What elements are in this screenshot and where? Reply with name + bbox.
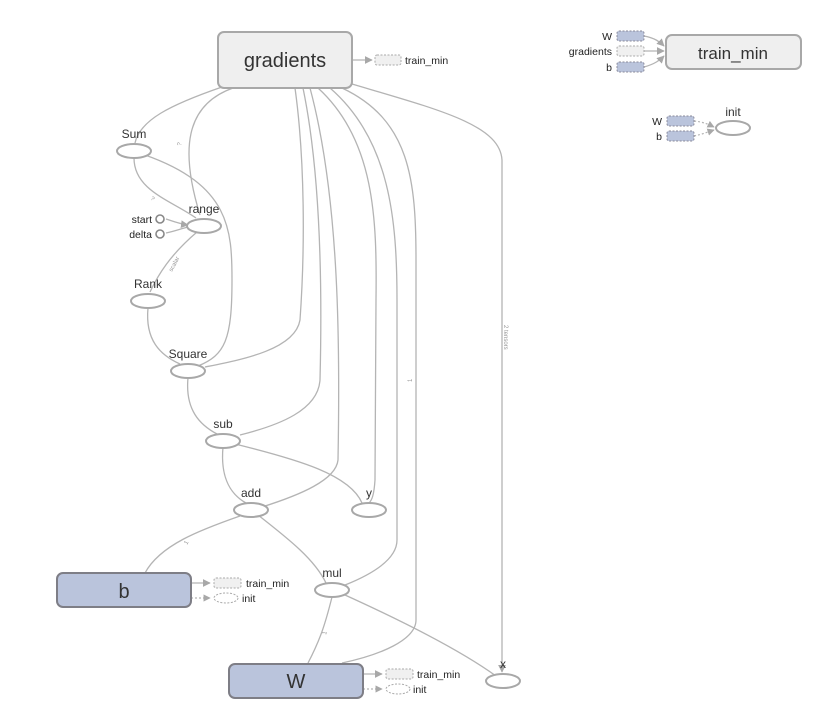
stub-w-init[interactable]: init	[385, 683, 427, 696]
edge-start-range	[165, 218, 189, 228]
node-range[interactable]: range	[186, 202, 222, 234]
node-rank[interactable]: Rank	[130, 277, 166, 309]
node-x[interactable]: x	[485, 657, 521, 689]
edge-gradients-x	[351, 83, 506, 673]
aux-node-init-label: init	[725, 105, 741, 119]
stub-w-trainmin-label: train_min	[417, 669, 460, 681]
edge-label-grad-x: 2 tensors	[502, 325, 508, 350]
edge-gradients-square	[204, 87, 304, 368]
aux-node-init[interactable]: init	[715, 105, 751, 136]
edge-aux-w-trainmin	[643, 35, 665, 47]
edge-rank-square	[146, 307, 181, 365]
aux-input-b[interactable]: b	[606, 61, 645, 74]
node-mul[interactable]: mul	[314, 566, 350, 598]
node-y[interactable]: y	[351, 486, 387, 518]
node-delta-label: delta	[129, 229, 152, 241]
edge-gradients-sub	[239, 87, 322, 436]
aux-input-gradients[interactable]: gradients	[569, 45, 645, 58]
node-range-label: range	[189, 202, 220, 216]
edge-sum-range	[133, 157, 197, 219]
edge-add-b	[144, 515, 241, 574]
edge-range-rank	[149, 231, 198, 293]
stub-b-trainmin[interactable]: train_min	[213, 577, 289, 590]
aux-node-train-min[interactable]: train_min	[665, 34, 802, 70]
node-square[interactable]: Square	[169, 347, 208, 379]
node-b-label: b	[118, 581, 129, 603]
node-start[interactable]: start	[132, 214, 165, 226]
edge-gradients-mul	[329, 87, 398, 586]
edge-sub-add	[221, 446, 247, 504]
aux-init-input-b-label: b	[656, 131, 662, 143]
node-add-label: add	[241, 486, 261, 500]
node-add[interactable]: add	[233, 486, 269, 518]
aux-node-train-min-label: train_min	[698, 44, 768, 63]
node-rank-label: Rank	[134, 277, 163, 291]
node-gradients[interactable]: gradients	[217, 31, 353, 89]
node-mul-label: mul	[322, 566, 341, 580]
node-sum-label: Sum	[122, 127, 147, 141]
edge-gradients-sum	[134, 86, 223, 144]
aux-init-input-w-label: W	[652, 116, 662, 128]
node-start-label: start	[132, 214, 153, 226]
edge-mul-w	[307, 596, 333, 664]
stub-w-trainmin[interactable]: train_min	[385, 668, 460, 681]
edge-aux-w-init	[693, 120, 715, 128]
edge-gradients-w	[341, 87, 417, 664]
node-y-label: y	[366, 486, 372, 500]
edge-square-sub	[186, 377, 218, 435]
edge-aux-b-init	[693, 128, 715, 137]
edge-label-grad-w: 1	[408, 378, 414, 382]
node-sub-label: sub	[213, 417, 233, 431]
aux-input-w[interactable]: W	[602, 30, 645, 43]
node-b[interactable]: b	[56, 572, 192, 608]
stub-b-trainmin-label: train_min	[246, 578, 289, 590]
aux-init-input-b[interactable]: b	[656, 130, 695, 143]
edge-sub-y	[234, 443, 363, 504]
node-w[interactable]: W	[228, 663, 364, 699]
edge-label-add-b: 1	[184, 540, 191, 546]
node-w-label: W	[287, 671, 306, 693]
edge-label-grad-range: ?	[177, 141, 184, 146]
edge-gradients-add	[261, 87, 340, 508]
edge-add-mul	[257, 514, 327, 584]
aux-input-gradients-label: gradients	[569, 46, 612, 58]
edge-gradients-range	[188, 87, 234, 216]
edge-delta-range	[165, 226, 189, 234]
aux-input-w-label: W	[602, 31, 612, 43]
edge-gradients-y	[317, 87, 377, 504]
node-gradients-label: gradients	[244, 50, 326, 72]
edge-mul-x	[344, 594, 497, 677]
stub-w-init-label: init	[413, 684, 427, 696]
node-sum[interactable]: Sum	[116, 127, 152, 159]
stub-gradients-trainmin-label: train_min	[405, 55, 448, 67]
edge-label-mul-w: 1	[322, 630, 329, 635]
aux-input-b-label: b	[606, 62, 612, 74]
node-sub[interactable]: sub	[205, 417, 241, 449]
edge-label-sum-range: ?	[149, 196, 156, 203]
node-delta[interactable]: delta	[129, 229, 165, 241]
stub-gradients-trainmin[interactable]: train_min	[374, 54, 448, 67]
aux-init-input-w[interactable]: W	[652, 115, 695, 128]
edge-sum-square	[144, 154, 233, 367]
node-square-label: Square	[169, 347, 208, 361]
edge-group	[133, 35, 715, 693]
stub-b-init-label: init	[242, 593, 256, 605]
node-x-label: x	[500, 657, 506, 671]
stub-b-init[interactable]: init	[213, 592, 256, 605]
edge-aux-b-trainmin	[643, 55, 665, 68]
